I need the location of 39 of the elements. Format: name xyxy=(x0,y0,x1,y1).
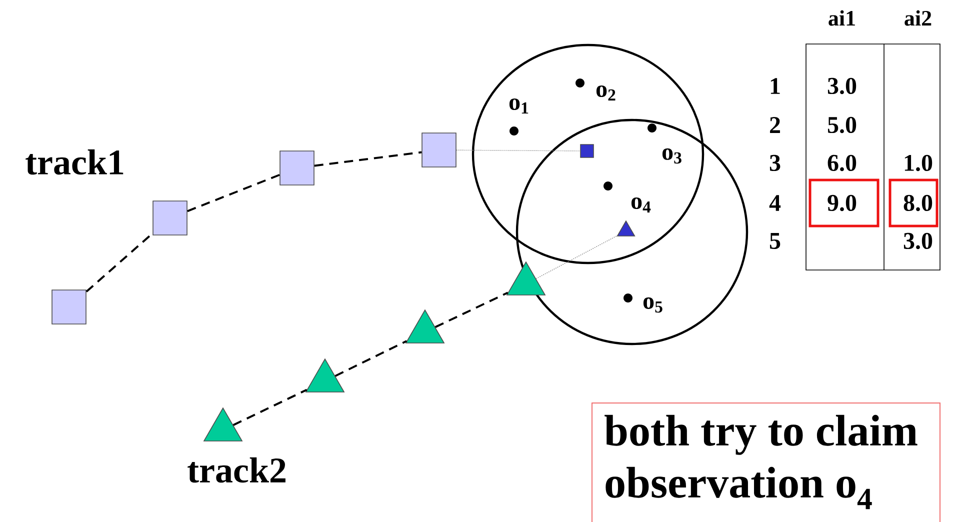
observation-dot xyxy=(510,126,518,136)
note-box: both try to claim observation o$_{4}$ xyxy=(592,402,941,522)
table-cell: 3.0 xyxy=(828,78,856,94)
observation-label: o$_{1}$ xyxy=(509,98,528,114)
observation-label: o$_{5}$ xyxy=(643,297,662,313)
predicted-square xyxy=(580,144,594,158)
track-square xyxy=(52,290,86,324)
table-cell: 3.0 xyxy=(904,232,932,250)
row-number: 3 xyxy=(770,154,780,172)
track-label: track2 xyxy=(188,457,286,483)
row-number: 5 xyxy=(770,233,780,249)
observation-label: o$_{3}$ xyxy=(662,148,682,164)
observation-label: o$_{4}$ xyxy=(631,197,651,213)
track-path xyxy=(232,388,308,426)
observation-label: o$_{2}$ xyxy=(596,85,616,101)
prediction-line xyxy=(536,235,618,279)
column-header: ai2 xyxy=(904,10,932,26)
table-cell: 9.0 xyxy=(828,194,856,212)
observation-dot xyxy=(648,124,656,132)
track-path xyxy=(434,292,508,328)
track-square xyxy=(280,150,314,186)
track-square xyxy=(152,200,188,236)
observation-dot xyxy=(576,78,584,88)
track-path xyxy=(334,340,408,377)
observation-dot xyxy=(604,182,612,190)
table-cell: 1.0 xyxy=(904,154,932,172)
observation-dot xyxy=(624,294,632,302)
row-number: 2 xyxy=(770,117,780,133)
table-cell: 8.0 xyxy=(904,194,932,212)
row-number: 1 xyxy=(770,78,780,94)
track-path xyxy=(187,174,280,212)
row-number: 4 xyxy=(769,195,781,211)
table-cell: 5.0 xyxy=(828,116,856,134)
track-square xyxy=(422,132,456,168)
column-header: ai1 xyxy=(828,10,855,26)
track-label: track1 xyxy=(26,149,124,175)
prediction-line xyxy=(456,150,580,152)
track-path xyxy=(314,151,422,167)
table-cell: 6.0 xyxy=(828,154,856,172)
